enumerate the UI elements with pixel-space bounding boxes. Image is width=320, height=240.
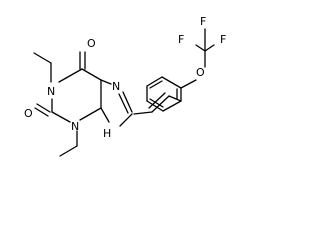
bond-n7-c8-a (122, 91, 133, 113)
bond-c8-vinyl (133, 111, 153, 115)
molecule-structure: N O O N N H O F F F (24, 15, 226, 157)
bond-c4-n3 (79, 107, 102, 121)
atom-label-f3: F (220, 33, 226, 46)
atom-label-o-ether: O (196, 66, 205, 79)
atom-label-n3: N (71, 120, 79, 133)
bond-n3-c2 (51, 111, 71, 123)
bond-c-f3 (204, 44, 215, 52)
atom-label-o2: O (24, 107, 33, 120)
bond-ch2-ch3-top (33, 52, 52, 64)
bond-c-f1 (195, 44, 206, 52)
bond-aryl-6 (162, 100, 182, 112)
bond-c2-o2-a (36, 103, 51, 113)
structure-canvas: N O O N N H O F F F (24, 15, 226, 157)
bond-c8-n9 (119, 113, 133, 127)
bond-c2-o2-b (34, 107, 49, 117)
atom-label-f2: F (200, 15, 206, 28)
atom-label-o6: O (87, 37, 96, 50)
bond-aryl-2 (161, 76, 182, 89)
bond-aryl-3 (146, 76, 163, 87)
bond-n9-c4 (100, 107, 110, 123)
atom-label-f1: F (178, 33, 184, 46)
bonds (33, 28, 215, 157)
atom-label-n1: N (47, 85, 55, 98)
bond-c5-n7 (100, 79, 112, 85)
bond-aryl-oxygen (180, 79, 197, 89)
atom-label-n7: N (112, 80, 120, 93)
bond-n1-c6 (58, 68, 83, 83)
bond-ch2-ch3-bottom (59, 145, 78, 157)
bond-aryl-3-inner (149, 80, 163, 89)
bond-vinyl-aryl (168, 95, 182, 102)
atom-labels: N O O N N H O F F F (24, 15, 226, 140)
atom-label-n9h: H (103, 127, 111, 140)
bond-aryl-5 (146, 100, 164, 112)
bond-vinyl-double-a (151, 95, 170, 113)
bond-aryl-5-inner (149, 98, 164, 108)
bond-c6-c5 (81, 68, 102, 81)
bond-vinyl-double-b (148, 92, 166, 109)
bond-n7-c8-b (118, 93, 129, 114)
